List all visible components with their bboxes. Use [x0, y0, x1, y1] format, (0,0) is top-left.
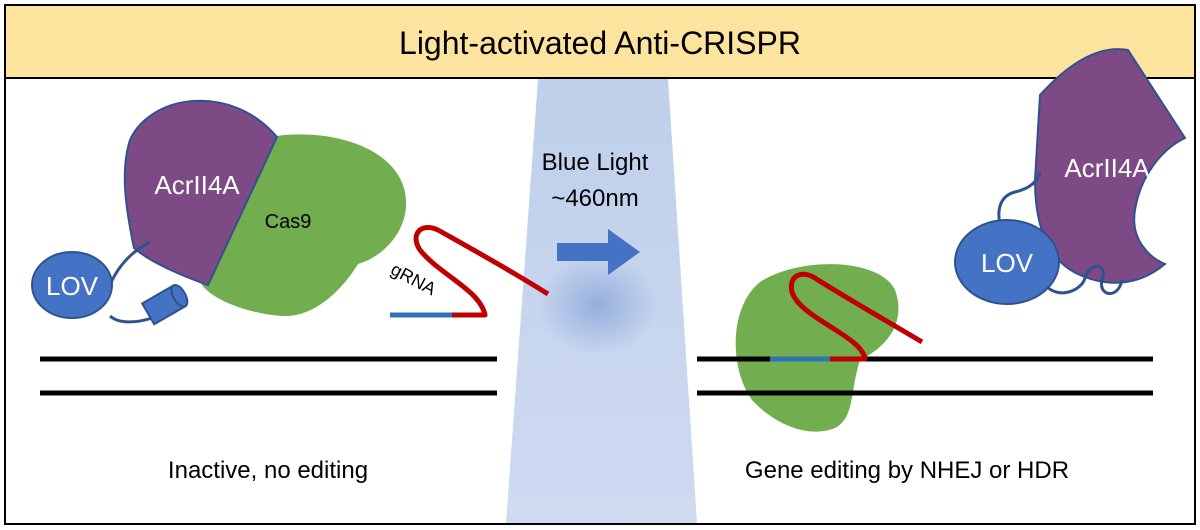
- cas9-label: Cas9: [265, 211, 312, 233]
- lov-label-right: LOV: [981, 248, 1034, 278]
- caption-left: Inactive, no editing: [168, 457, 368, 484]
- activation-arrow: [557, 229, 640, 275]
- lov-label-left: LOV: [46, 271, 99, 301]
- diagram-title: Light-activated Anti-CRISPR: [399, 25, 801, 61]
- acrii4a-protein-right: [1033, 48, 1187, 284]
- light-label-line1: Blue Light: [542, 149, 649, 176]
- grna-scaffold-right: [788, 271, 924, 362]
- linker-right: [997, 171, 1124, 295]
- helix-cylinder-left: [140, 284, 189, 326]
- light-label-line2: ~460nm: [551, 185, 638, 212]
- acrii4a-label-right: AcrII4A: [1064, 153, 1150, 183]
- caption-right: Gene editing by NHEJ or HDR: [745, 457, 1069, 484]
- lov-domain-left: [31, 251, 113, 319]
- title-bar: [4, 4, 1196, 79]
- light-glow: [538, 255, 658, 355]
- grna-scaffold-left: [413, 225, 550, 318]
- lov-domain-right: [954, 219, 1060, 305]
- acrii4a-protein-left: [123, 99, 279, 287]
- acrii4a-label-left: AcrII4A: [154, 170, 240, 200]
